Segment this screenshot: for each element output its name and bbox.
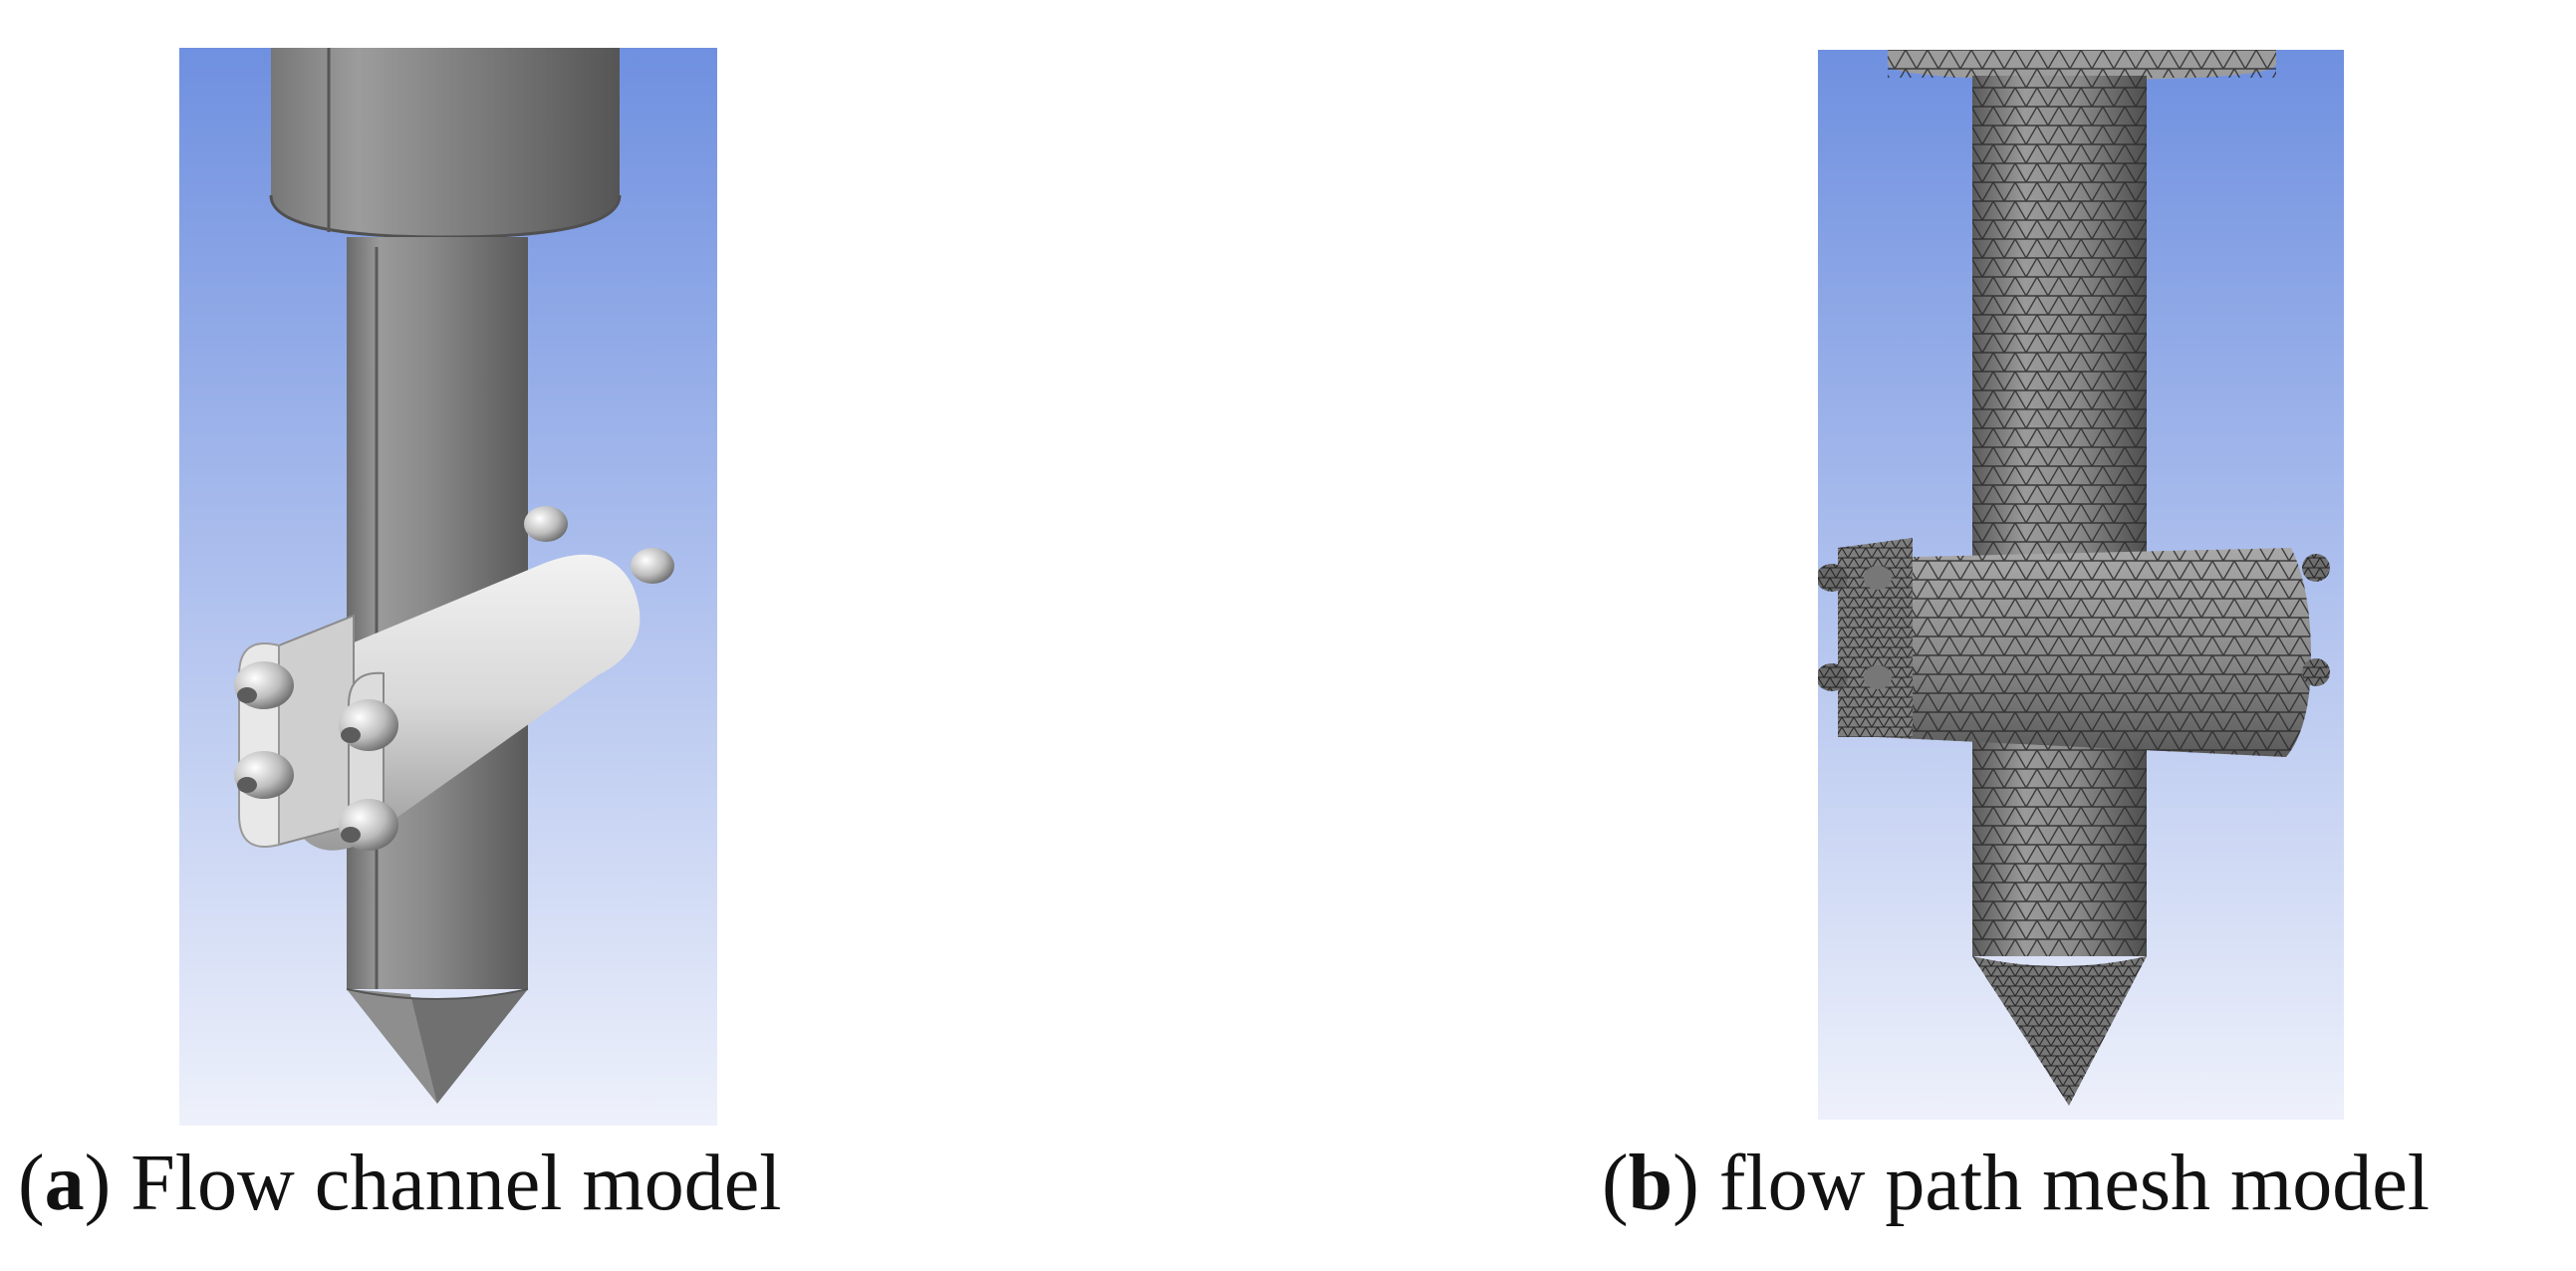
panel-b-flow-path-mesh-image [1818,50,2344,1120]
caption-b-text: flow path mesh model [1718,1140,2430,1227]
flow-path-mesh-render [1818,50,2344,1120]
caption-a-text: Flow channel model [130,1140,782,1227]
caption-a: (a) Flow channel model [18,1140,782,1227]
flow-channel-model-render [179,48,717,1126]
caption-b-letter: b [1628,1140,1674,1227]
caption-a-letter: a [44,1140,85,1227]
caption-b: (b) flow path mesh model [1602,1140,2430,1227]
panel-a-flow-channel-model-image [179,48,717,1126]
